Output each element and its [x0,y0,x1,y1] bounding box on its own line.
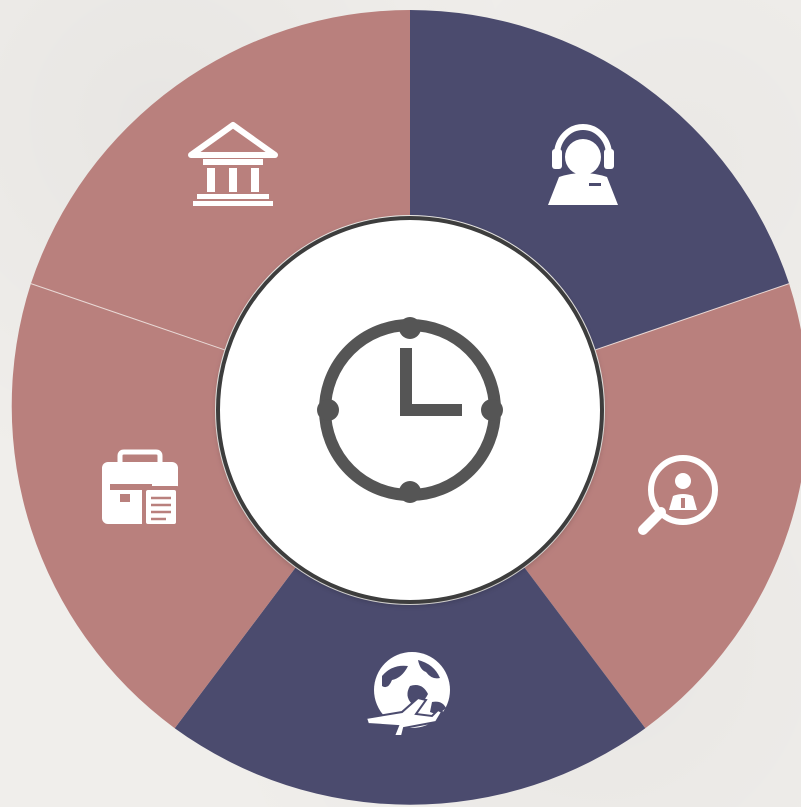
briefcase-document-icon [102,449,180,528]
magnifier-person-icon [638,455,718,535]
globe-airplane-icon [364,652,450,737]
segment-search[interactable] [524,283,801,729]
clock-icon [317,317,503,503]
segment-bank[interactable] [30,10,411,350]
headset-agent-icon [548,124,618,205]
bank-icon [188,122,278,206]
